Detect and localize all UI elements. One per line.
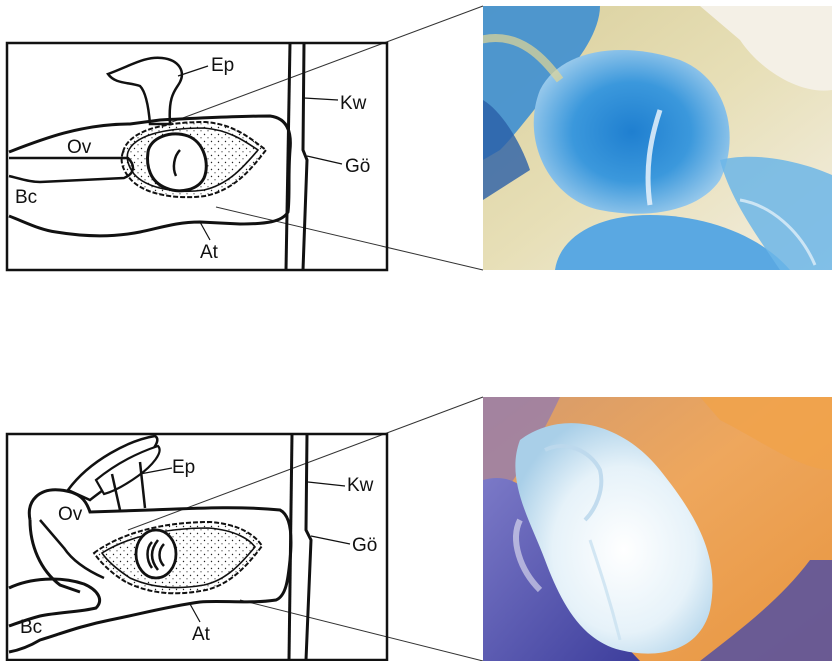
optic-vesicle-inner [40,520,104,578]
leader-kw [304,98,338,100]
lens-shape [136,530,176,578]
connector-line-lower [240,600,483,661]
photo-top [480,6,832,270]
top-panel: Ep Kw Ov Gö Bc At [7,6,832,270]
lens-shape [148,134,207,191]
label-bc: Bc [20,617,42,638]
leader-go [307,156,342,164]
label-kw: Kw [340,93,367,114]
photo-bottom [483,397,832,661]
label-bc: Bc [15,187,37,208]
bottom-panel: Ep Kw Ov Gö Bc At [7,397,832,661]
connector-line-lower [216,207,483,270]
label-at: At [192,624,211,645]
leader-at [200,222,210,240]
leader-kw [308,482,345,486]
body-wall-line-inner [306,434,311,660]
label-kw: Kw [347,475,374,496]
optic-vesicle-wedge [9,158,133,182]
label-go: Gö [352,535,377,556]
epiphysis-shape [108,58,182,124]
eye-cup-stippled [94,522,262,593]
label-at: At [200,242,219,263]
leader-go [311,536,350,544]
leader-at [190,604,200,622]
label-ep: Ep [172,457,195,478]
label-ep: Ep [211,55,234,76]
label-ov: Ov [58,504,83,525]
label-ov: Ov [67,137,92,158]
body-wall-line-inner [303,43,307,270]
label-go: Gö [345,156,370,177]
